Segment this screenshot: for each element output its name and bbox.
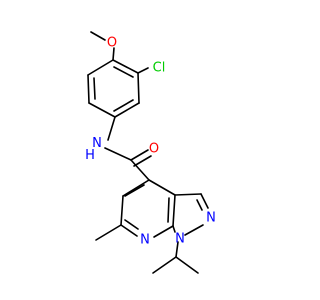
bond-pyrazole-2 [200,193,209,209]
amide-oxygen-label: O [149,142,159,157]
bond-carbonyl-o-double [133,155,152,167]
bond-ring-a5 [87,74,90,104]
bond-o-ring [112,47,115,61]
bond-methyl-o [90,31,106,41]
bond-ring-a6 [87,59,114,76]
bond-pyrazole-3 [184,224,204,236]
pyridine-n-label: N [140,233,150,248]
bond-pyrazole-1 [174,193,202,196]
pyrazole-n2-label: N [175,232,185,247]
bond-ring-cl [137,67,149,74]
bond-ring-a1-inner [113,66,134,78]
bond-carbonyl-o [130,149,149,161]
bond-ring-a3 [114,102,140,118]
bond-pyridine-5 [172,194,176,227]
bond-ring-nh [107,116,116,141]
bond-pyridine-2 [120,195,124,226]
bond-pyridine-3 [120,224,138,237]
bond-pyridine-1 [122,179,150,197]
bond-pyridine-1-inner [124,184,145,197]
oxygen-atom-label: O [107,36,117,51]
bond-ring-a4 [88,102,116,118]
bond-isopropyl-right [175,256,199,274]
bond-nh-carbonyl [104,147,132,161]
atom-labels: O Cl N H O N N N [85,36,216,248]
amide-nh-label: N H [85,136,106,163]
bond-n-isopropyl [175,241,179,258]
molecule-structure: O Cl N H O N N N [85,31,216,274]
bond-pyridine-3-inner [124,219,139,230]
bond-lines [87,31,209,274]
bond-ring-a3-inner [113,99,134,112]
pyrazole-n1-label: N [206,211,216,226]
bond-pyrazole-2-inner [196,199,203,211]
bond-ring-a5-inner [93,77,96,100]
bond-isopropyl-left [152,256,177,274]
bond-pyridine-6 [148,179,176,196]
bond-pyridine-4 [153,225,174,238]
bond-carbonyl-c4 [130,159,150,181]
bond-ring-a2 [137,72,140,104]
chlorine-atom-label: Cl [153,61,166,76]
bond-methyl-pyridine [95,224,122,241]
bond-pyridine-5-inner [167,197,170,223]
bond-pyrazole-4 [172,225,176,233]
bond-ring-a1 [112,59,139,74]
